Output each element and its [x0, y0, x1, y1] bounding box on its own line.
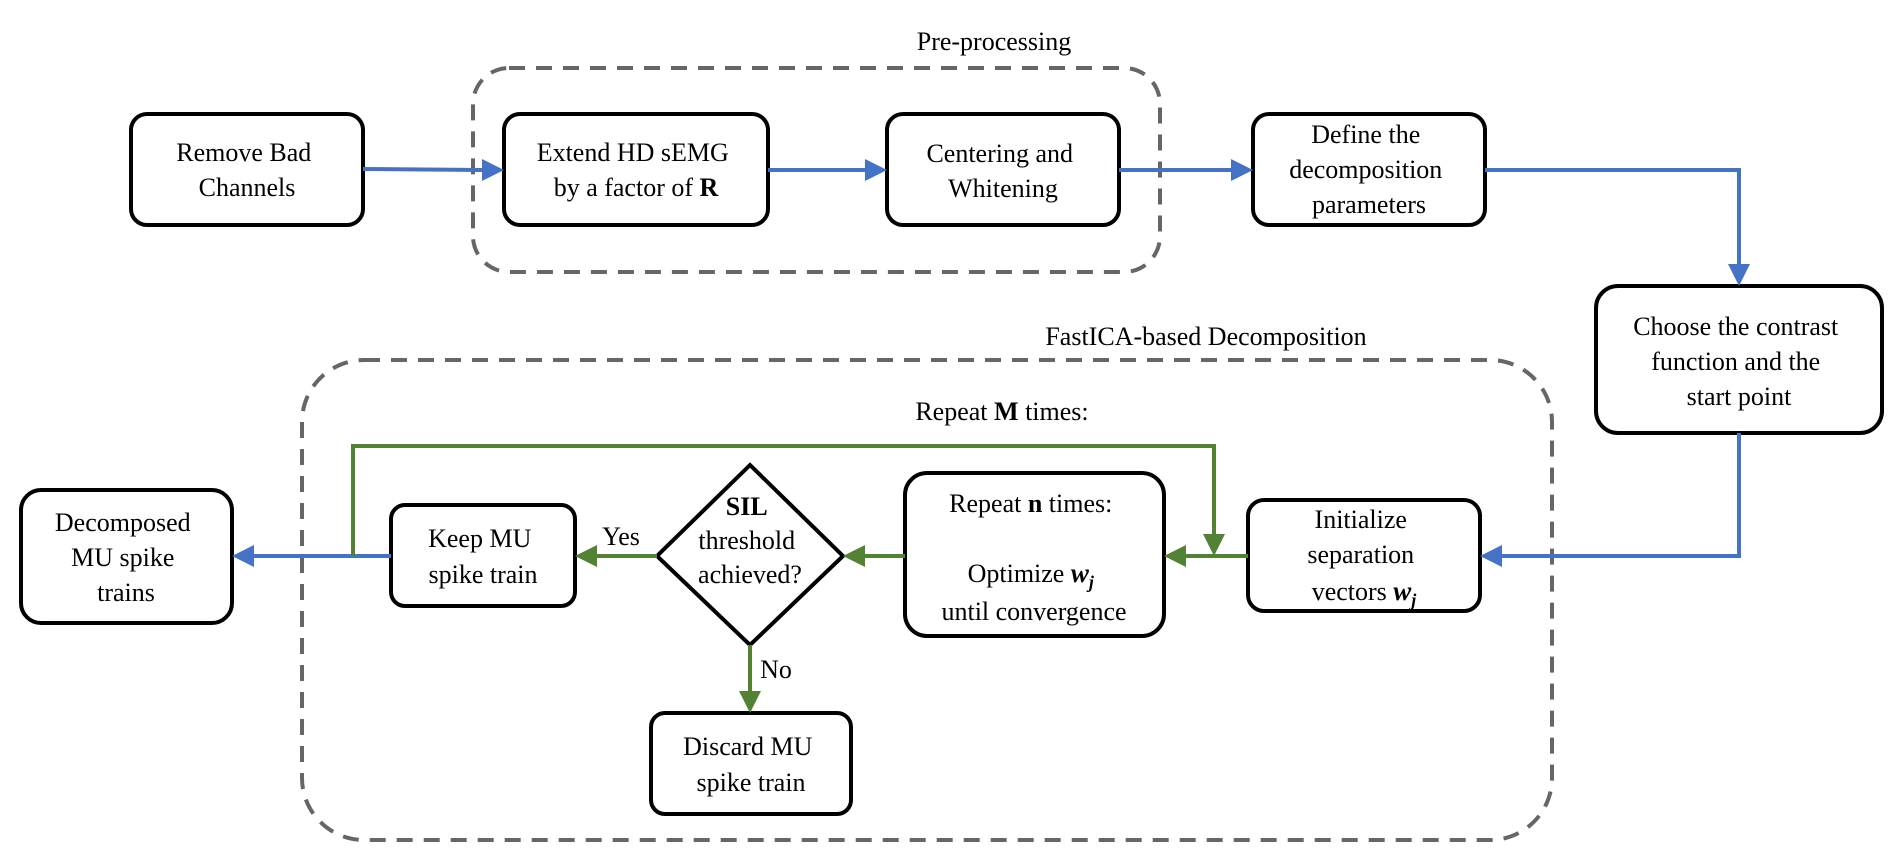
repeat-m-label: Repeat M times: — [915, 397, 1088, 426]
initialize-vectors-text: Initialize separation vectors wj — [1307, 505, 1420, 610]
no-label: No — [760, 655, 792, 684]
extend-semg-node — [502, 112, 770, 227]
arrow-remove-to-extend — [362, 167, 484, 172]
keep-mu-node — [389, 503, 577, 608]
remove-bad-channels-node — [129, 112, 365, 227]
arrowhead-extend-to-centering — [865, 159, 887, 181]
arrow-choose-to-initialize — [1501, 433, 1741, 558]
centering-whitening-text: Centering and Whitening — [926, 139, 1079, 203]
fastica-label: FastICA-based Decomposition — [1045, 322, 1366, 351]
arrowhead-choose-to-initialize — [1480, 545, 1502, 567]
preprocessing-label: Pre-processing — [917, 27, 1072, 56]
repeat-n-text: Repeat n times: Optimize wj until conver… — [941, 489, 1126, 626]
arrowhead-define-to-choose — [1728, 264, 1750, 286]
remove-bad-channels-text: Remove Bad Channels — [176, 138, 318, 202]
choose-contrast-text: Choose the contrast function and the sta… — [1633, 312, 1845, 411]
arrowhead-keep-to-output — [232, 545, 254, 567]
arrow-loop-back — [351, 444, 1216, 556]
define-parameters-text: Define the decomposition parameters — [1289, 120, 1449, 219]
arrowhead-loop-back — [1203, 534, 1225, 556]
arrowhead-initialize-to-repeat — [1164, 545, 1186, 567]
yes-label: Yes — [602, 522, 640, 551]
extend-semg-text: Extend HD sEMG by a factor of R — [537, 138, 736, 202]
arrowhead-sil-to-keep — [575, 545, 597, 567]
centering-whitening-node — [885, 112, 1121, 227]
decomposed-output-text: Decomposed MU spike trains — [55, 508, 197, 607]
arrowhead-centering-to-define — [1231, 159, 1253, 181]
keep-mu-text: Keep MU spike train — [428, 524, 538, 589]
arrowhead-remove-to-extend — [482, 159, 504, 181]
arrowhead-sil-to-discard — [739, 691, 761, 713]
arrow-define-to-choose — [1485, 168, 1741, 265]
arrowhead-repeat-to-sil — [843, 545, 865, 567]
decomposed-output-node — [19, 488, 234, 625]
discard-mu-text: Discard MU spike train — [683, 732, 819, 797]
sil-decision-text: SIL threshold achieved? — [698, 492, 802, 589]
discard-mu-node — [649, 711, 853, 816]
